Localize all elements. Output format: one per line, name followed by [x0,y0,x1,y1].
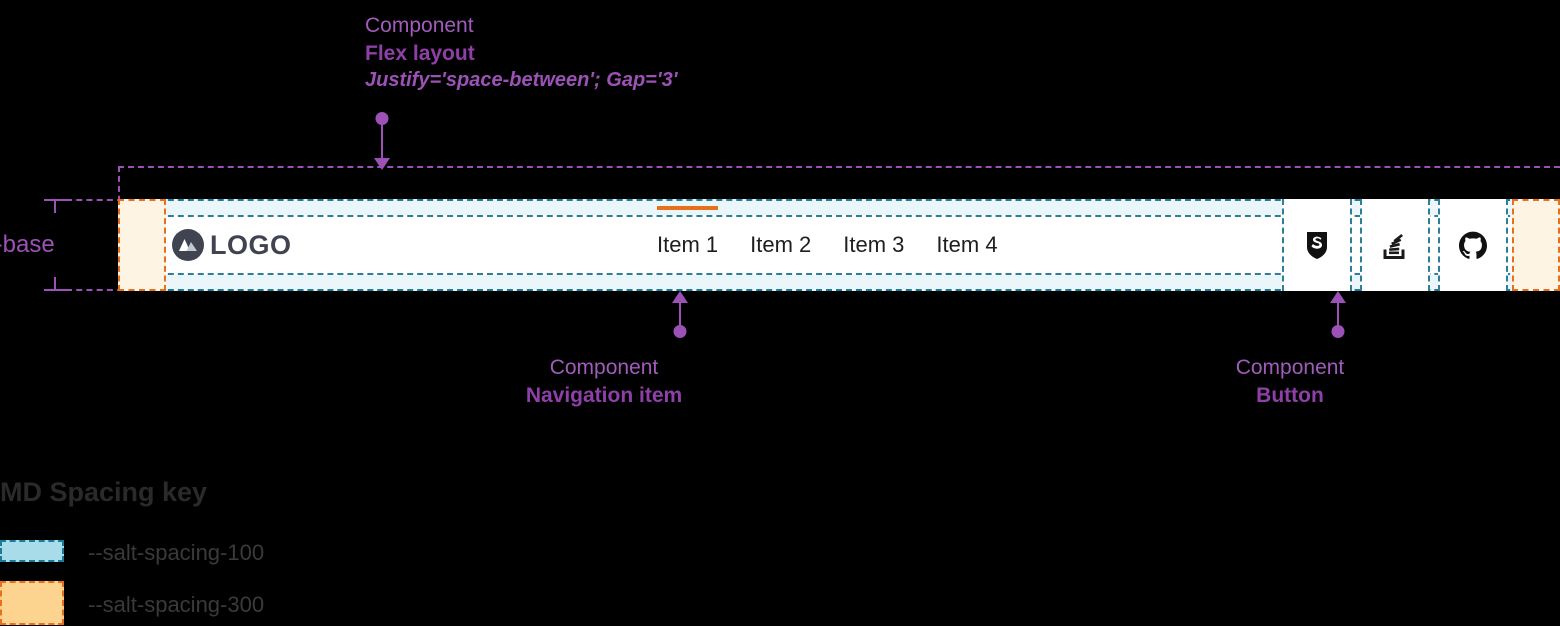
spacing-100-token: --salt-spacing-100 [88,540,265,565]
navbar-actions [1278,199,1512,291]
annotation-kind: Component [1235,356,1345,379]
dimension-leader-bottom [66,289,164,291]
leader-dot [1331,325,1345,338]
annotation-name: Flex layout [365,41,475,65]
leader-arrowhead [672,291,688,303]
annotation-name: Button [1256,383,1324,407]
stack-overflow-button[interactable] [1360,199,1430,291]
leader-dot [673,325,687,338]
spacing-300-overlay-right [1512,199,1560,291]
leader-line-navigation-item [672,291,688,339]
spacing-300-swatch [0,581,64,625]
annotation-kind: Component [365,14,474,37]
dimension-tick-top [54,199,56,213]
salt-button[interactable] [1282,199,1352,291]
nav-item-label: Item 1 [657,232,719,257]
navbar-nav-list: Item 1 Item 2 Item 3 Item 4 [641,199,1014,291]
size-base-dimension [44,199,164,291]
nav-item-1[interactable]: Item 1 [641,199,734,291]
github-button[interactable] [1438,199,1508,291]
dimension-tick-bottom [54,277,56,291]
nav-item-2[interactable]: Item 2 [734,199,827,291]
nav-item-4[interactable]: Item 4 [920,199,1013,291]
salt-logo-icon [1304,230,1330,260]
annotation-props: Justify='space-between'; Gap='3' [365,69,678,92]
nav-item-3[interactable]: Item 3 [827,199,920,291]
annotation-name: Navigation item [525,383,683,407]
spacing-key-row-100 [0,540,64,562]
github-icon [1459,231,1487,259]
leader-stem [679,301,681,331]
spacing-300-token: --salt-spacing-300 [88,592,265,617]
annotation-navigation-item: Component Navigation item [512,354,696,409]
annotation-button: Component Button [1224,354,1356,409]
nav-item-label: Item 4 [936,232,998,257]
annotation-kind: Component [549,356,659,379]
spacing-key-title: MD Spacing key [0,477,208,507]
annotation-flex-layout: Component Flex layout Justify='space-bet… [365,12,677,94]
stack-overflow-icon [1382,230,1408,260]
dimension-leader-top [66,199,164,201]
logo-text: LOGO [210,229,292,260]
leader-stem [1337,301,1339,331]
leader-line-flex-layout [374,112,390,170]
spacing-key-row-300 [0,581,64,625]
leader-line-button [1330,291,1346,339]
active-indicator [657,206,719,210]
spacing-300-overlay-left [118,199,166,291]
navbar-logo[interactable]: LOGO [172,229,292,261]
nav-item-label: Item 2 [750,232,812,257]
spacing-100-swatch [0,540,64,562]
size-base-label: size-base [0,231,55,258]
nav-item-label: Item 3 [843,232,905,257]
leader-stem [381,120,383,162]
mountain-logo-icon [172,229,204,261]
leader-arrowhead [1330,291,1346,303]
leader-dot [375,112,389,125]
